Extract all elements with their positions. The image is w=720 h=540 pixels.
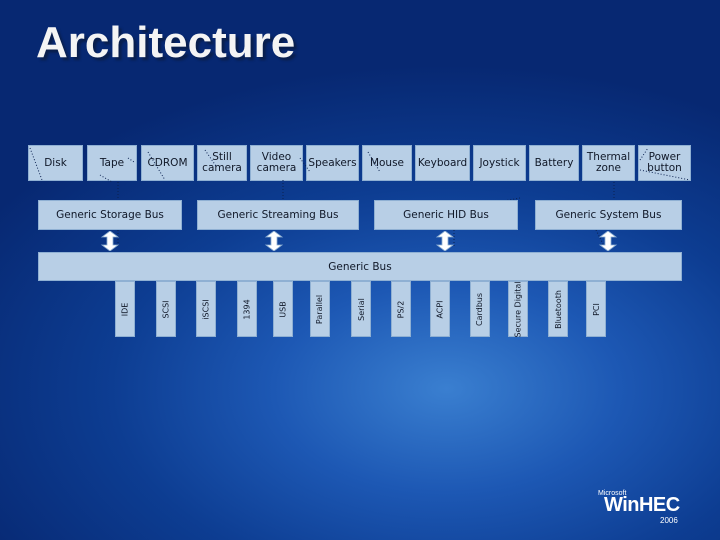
device-speakers: Speakers bbox=[306, 145, 359, 181]
bus-generic-system: Generic System Bus bbox=[535, 200, 682, 230]
bus-generic-storage: Generic Storage Bus bbox=[38, 200, 182, 230]
device-video-camera: Video camera bbox=[250, 145, 303, 181]
device-mouse: Mouse bbox=[362, 145, 412, 181]
device-disk: Disk bbox=[28, 145, 83, 181]
device-keyboard: Keyboard bbox=[415, 145, 470, 181]
device-battery: Battery bbox=[529, 145, 579, 181]
double-arrow-icon bbox=[435, 231, 455, 251]
logo-name: WinHEC bbox=[604, 494, 680, 516]
logo-maker: Microsoft bbox=[598, 490, 627, 497]
device-cdrom: CDROM bbox=[141, 145, 194, 181]
port-pci: PCI bbox=[586, 281, 606, 337]
double-arrow-icon bbox=[598, 231, 618, 251]
device-power-button: Power button bbox=[638, 145, 691, 181]
logo-year: 2006 bbox=[660, 516, 678, 525]
port-scsi: SCSI bbox=[156, 281, 176, 337]
port-parallel: Parallel bbox=[310, 281, 330, 337]
device-tape: Tape bbox=[87, 145, 137, 181]
device-still-camera: Still camera bbox=[197, 145, 247, 181]
bus-generic-hid: Generic HID Bus bbox=[374, 200, 518, 230]
port-secure-digital: Secure Digital bbox=[508, 281, 528, 337]
port-acpi: ACPI bbox=[430, 281, 450, 337]
port-ide: IDE bbox=[115, 281, 135, 337]
double-arrow-icon bbox=[264, 231, 284, 251]
port-1394: 1394 bbox=[237, 281, 257, 337]
slide-title: Architecture bbox=[36, 18, 296, 67]
device-joystick: Joystick bbox=[473, 145, 526, 181]
generic-bus: Generic Bus bbox=[38, 252, 682, 281]
bus-generic-streaming: Generic Streaming Bus bbox=[197, 200, 359, 230]
port-serial: Serial bbox=[351, 281, 371, 337]
port-ps2: PS/2 bbox=[391, 281, 411, 337]
double-arrow-icon bbox=[100, 231, 120, 251]
port-cardbus: Cardbus bbox=[470, 281, 490, 337]
port-iscsi: iSCSI bbox=[196, 281, 216, 337]
port-bluetooth: Bluetooth bbox=[548, 281, 568, 337]
port-usb: USB bbox=[273, 281, 293, 337]
device-thermal-zone: Thermal zone bbox=[582, 145, 635, 181]
